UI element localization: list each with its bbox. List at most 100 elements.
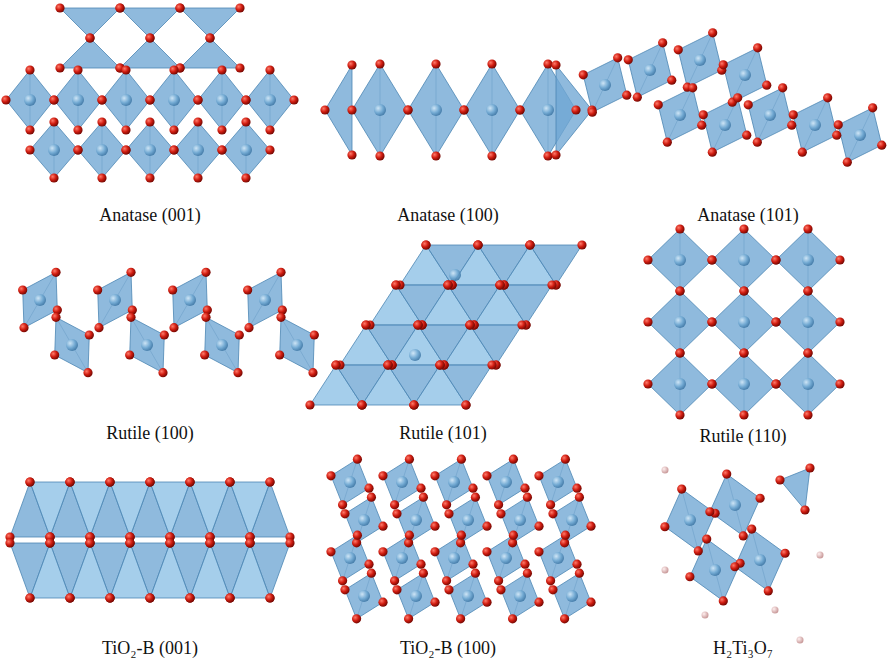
o-atom	[482, 522, 491, 531]
o-atom	[430, 522, 439, 531]
o-atom	[739, 531, 748, 540]
o-atom	[643, 379, 652, 388]
ti-atom	[802, 378, 814, 390]
o-atom	[353, 531, 362, 540]
polyhedron	[246, 70, 294, 130]
o-atom	[331, 360, 340, 369]
o-atom	[572, 560, 581, 569]
polyhedron	[110, 543, 150, 598]
o-atom	[465, 320, 474, 329]
o-atom	[145, 117, 154, 126]
polyhedron	[130, 317, 165, 372]
o-atom	[205, 538, 214, 547]
o-atom	[73, 65, 82, 74]
o-atom	[391, 280, 400, 289]
polyhedron	[205, 317, 240, 372]
o-atom	[771, 317, 780, 326]
o-atom	[25, 593, 34, 602]
ti-atom	[486, 104, 498, 116]
polyhedron	[665, 489, 715, 551]
o-atom	[391, 280, 400, 289]
o-atom	[707, 317, 716, 326]
polyhedron	[501, 497, 539, 543]
facet-edge	[499, 459, 514, 505]
o-atom	[633, 93, 642, 102]
o-atom	[523, 569, 532, 578]
facet-edge	[24, 272, 56, 327]
polyhedron	[345, 497, 383, 543]
ti-atom	[694, 54, 706, 66]
o-atom	[739, 224, 748, 233]
o-atom	[105, 593, 114, 602]
polyhedron	[690, 539, 740, 601]
o-atom	[235, 63, 244, 72]
o-atom	[495, 280, 504, 289]
o-atom	[561, 455, 570, 464]
o-atom	[340, 509, 349, 518]
o-atom	[338, 500, 347, 509]
o-atom	[85, 33, 94, 42]
o-atom	[310, 330, 319, 339]
o-atom	[121, 145, 130, 154]
h-atom	[702, 612, 709, 619]
o-atom	[456, 614, 465, 623]
o-atom	[73, 145, 82, 154]
o-atom	[624, 55, 633, 64]
polyhedron	[464, 64, 520, 156]
polyhedron	[723, 48, 767, 102]
o-atom	[413, 320, 422, 329]
o-atom	[739, 410, 748, 419]
o-atom	[145, 95, 154, 104]
o-atom	[643, 255, 652, 264]
o-atom	[771, 317, 780, 326]
polyhedron	[658, 88, 702, 142]
ti-atom	[96, 144, 108, 156]
polyhedron	[712, 291, 776, 353]
o-atom	[551, 150, 560, 159]
polyhedron	[501, 573, 539, 619]
o-atom	[241, 95, 250, 104]
o-atom	[515, 105, 524, 114]
ti-atom	[358, 590, 370, 602]
o-atom	[742, 131, 751, 140]
o-atom	[185, 477, 194, 486]
o-atom	[276, 313, 285, 322]
facet-edge	[174, 272, 206, 327]
ti-atom	[514, 590, 526, 602]
o-atom	[51, 268, 60, 277]
ti-atom	[738, 316, 750, 328]
polyhedron	[793, 98, 837, 152]
o-atom	[85, 33, 94, 42]
o-atom	[660, 522, 669, 531]
o-atom	[126, 268, 135, 277]
o-atom	[235, 330, 244, 339]
o-atom	[165, 538, 174, 547]
ti-atom	[566, 514, 578, 526]
o-atom	[525, 240, 534, 249]
o-atom	[265, 65, 274, 74]
facet-edge	[343, 459, 358, 505]
ti-atom	[410, 590, 422, 602]
facet-edge	[732, 48, 757, 102]
polyhedron	[150, 543, 190, 598]
polyhedron	[712, 353, 776, 415]
o-atom	[520, 560, 529, 569]
o-atom	[160, 330, 169, 339]
facet-edge	[409, 573, 424, 619]
o-atom	[487, 151, 496, 160]
ti-atom	[120, 94, 132, 106]
o-atom	[19, 323, 28, 332]
o-atom	[834, 120, 843, 129]
o-atom	[473, 240, 482, 249]
ti-atom	[599, 79, 611, 91]
o-atom	[705, 507, 714, 516]
o-atom	[416, 560, 425, 569]
o-atom	[419, 493, 428, 502]
o-atom	[65, 593, 74, 602]
polyhedron	[222, 122, 270, 178]
o-atom	[572, 484, 581, 493]
facet-edge	[707, 539, 724, 601]
o-atom	[719, 596, 728, 605]
polyhedron	[776, 291, 840, 353]
